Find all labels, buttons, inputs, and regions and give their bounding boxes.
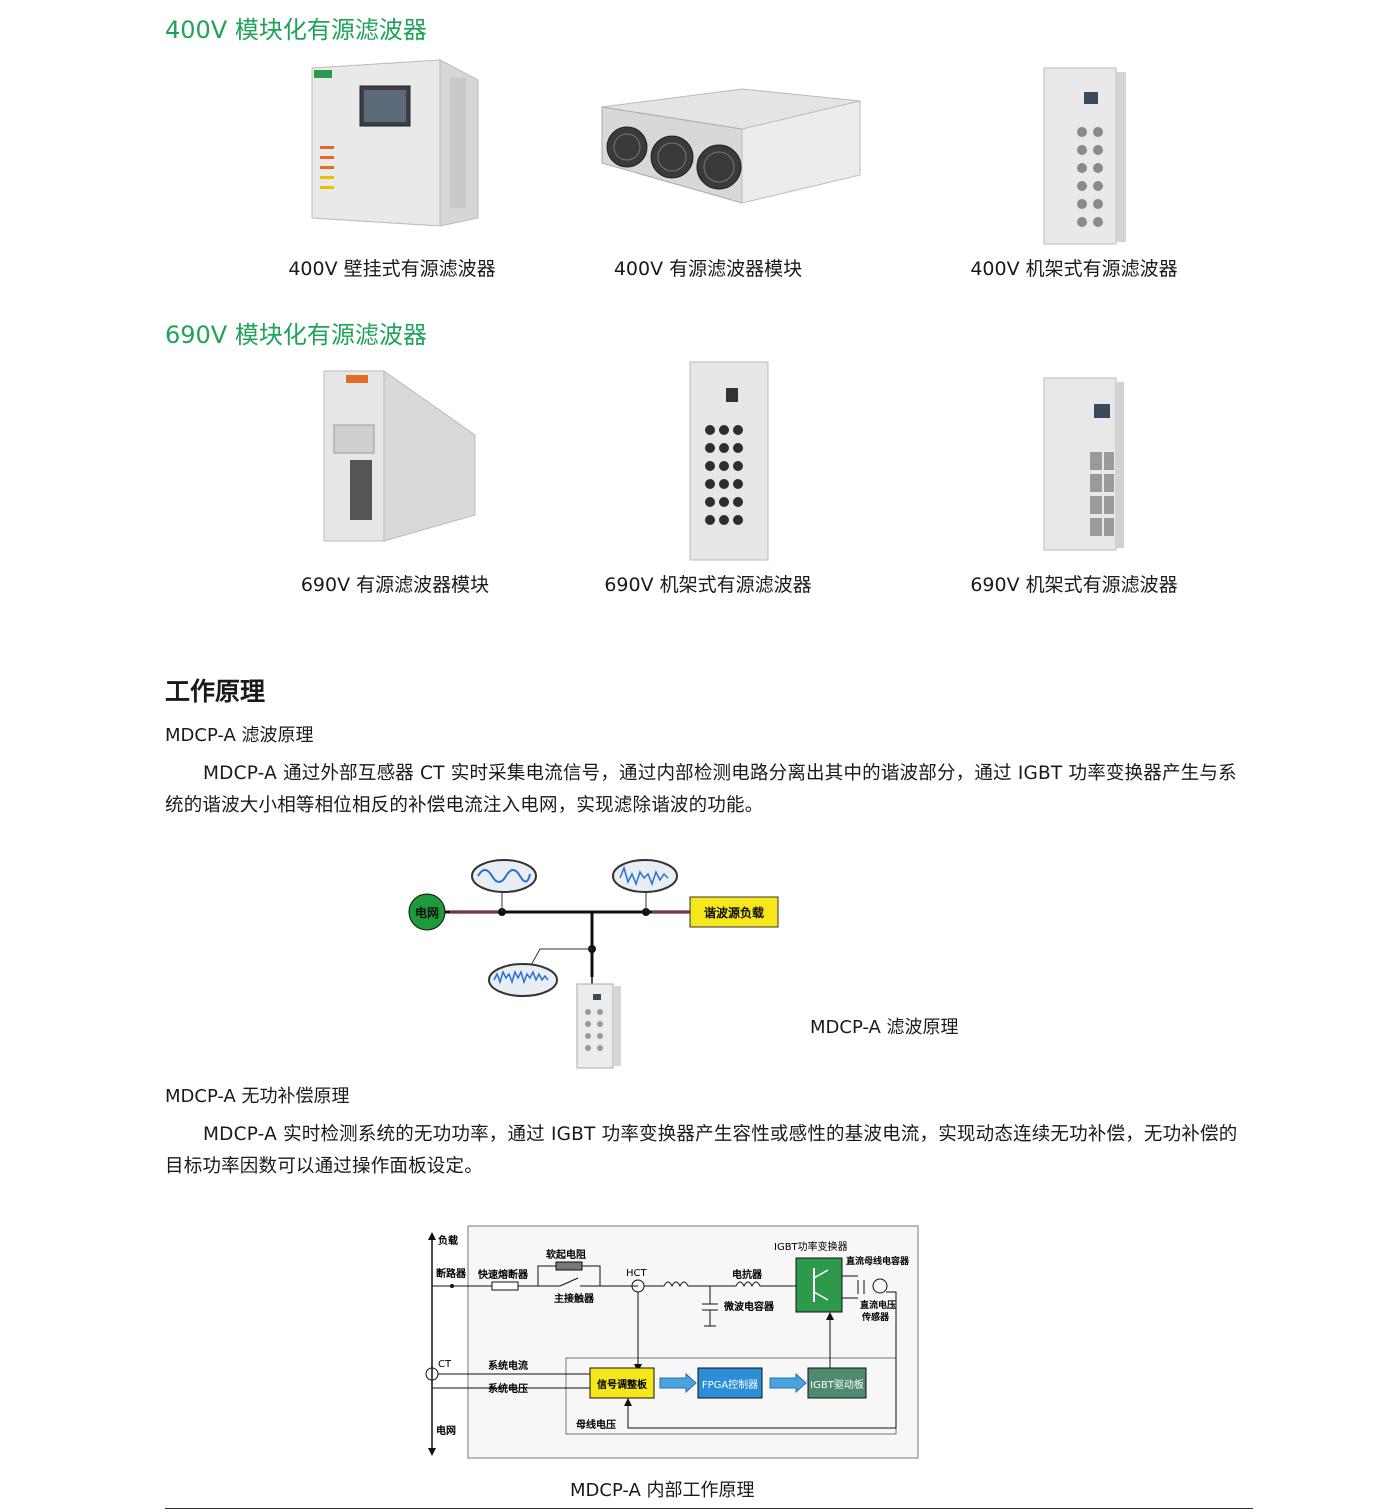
filter-principle-subtitle: MDCP-A 滤波原理	[165, 725, 314, 746]
filter-module-image	[592, 85, 867, 214]
breaker-label: 断路器	[436, 1267, 467, 1280]
reactive-principle-text: MDCP-A 实时检测系统的无功功率，通过 IGBT 功率变换器产生容性或感性的…	[165, 1124, 1238, 1177]
fuse-label: 快速熔断器	[477, 1268, 529, 1281]
sys-voltage-label: 系统电压	[488, 1382, 528, 1395]
load-label: 负载	[438, 1234, 458, 1247]
caption-690v-module: 690V 有源滤波器模块	[300, 574, 490, 596]
internal-diagram-caption: MDCP-A 内部工作原理	[570, 1480, 755, 1501]
caption-400v-wallmount: 400V 壁挂式有源滤波器	[288, 258, 496, 280]
internal-principle-diagram: 负载 断路器 CT 电网 快速熔断器 软起电阻 主接触器 HCT 电抗器 微波电…	[420, 1222, 930, 1466]
rack-filter-image-690v-open	[686, 358, 776, 567]
filter-principle-text: MDCP-A 通过外部互感器 CT 实时采集电流信号，通过内部检测电路分离出其中…	[165, 763, 1237, 816]
signal-board-label: 信号调整板	[597, 1378, 648, 1391]
dc-sensor-label-1: 直流电压	[860, 1299, 896, 1311]
filter-module-image-690v	[320, 365, 485, 549]
caption-690v-rack-open: 690V 机架式有源滤波器	[604, 574, 812, 596]
bus-voltage-label: 母线电压	[576, 1418, 616, 1431]
wallmount-filter-image	[300, 58, 490, 242]
contactor-label: 主接触器	[554, 1292, 595, 1305]
caption-400v-module: 400V 有源滤波器模块	[613, 258, 803, 280]
dc-bus-cap-label: 直流母线电容器	[846, 1255, 910, 1267]
sys-current-label: 系统电流	[488, 1359, 528, 1372]
section-title-400v: 400V 模块化有源滤波器	[165, 16, 427, 44]
hct-label: HCT	[626, 1268, 648, 1279]
grid-label: 电网	[436, 1424, 456, 1437]
reactor-label: 电抗器	[732, 1268, 763, 1281]
principle-heading: 工作原理	[165, 677, 266, 706]
igbt-driver-label: IGBT驱动板	[810, 1378, 864, 1391]
bottom-rule	[165, 1508, 1253, 1509]
filter-diagram-caption: MDCP-A 滤波原理	[810, 1017, 959, 1038]
caption-400v-rack: 400V 机架式有源滤波器	[970, 258, 1178, 280]
rack-filter-image-400v	[1040, 62, 1130, 251]
section-title-690v: 690V 模块化有源滤波器	[165, 321, 427, 349]
reactive-principle-subtitle: MDCP-A 无功补偿原理	[165, 1086, 350, 1107]
harmonic-load-label: 谐波源负载	[704, 905, 764, 920]
grid-node-label: 电网	[415, 905, 439, 920]
igbt-converter-label: IGBT功率变换器	[774, 1240, 848, 1253]
caption-690v-rack-closed: 690V 机架式有源滤波器	[970, 574, 1178, 596]
micro-cap-label: 微波电容器	[723, 1300, 775, 1313]
soft-resistor-label: 软起电阻	[546, 1248, 586, 1261]
filter-principle-diagram: 电网 谐波源负载	[400, 852, 800, 1078]
dc-sensor-label-2: 传感器	[861, 1311, 890, 1323]
rack-filter-image-690v-closed	[1040, 372, 1130, 556]
fpga-label: FPGA控制器	[702, 1378, 758, 1391]
ct-label: CT	[438, 1359, 452, 1370]
